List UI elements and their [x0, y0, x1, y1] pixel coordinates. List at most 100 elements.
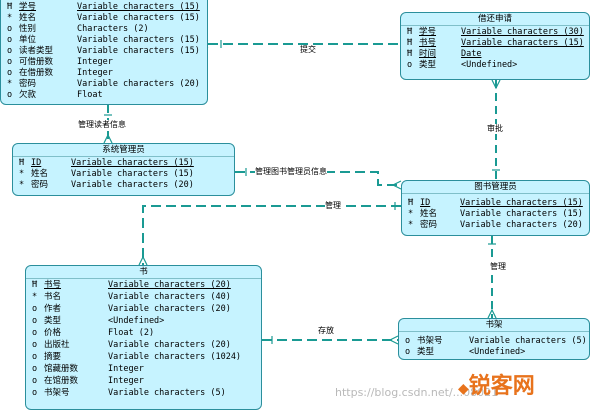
optional-marker: o: [32, 316, 38, 326]
optional-marker: o: [32, 328, 38, 338]
entity-title: 借还申请: [401, 13, 589, 26]
relation-label-manage-librarian: 管理图书管理员信息: [255, 167, 327, 177]
optional-marker: o: [7, 35, 13, 45]
attribute-row: o 在馆册数 Integer: [32, 376, 232, 387]
optional-marker: o: [32, 376, 38, 386]
attribute-name: 密码: [31, 180, 49, 190]
attribute-name: 性别: [19, 24, 37, 34]
attribute-name: 书号: [44, 280, 62, 290]
attribute-name: 可借册数: [19, 57, 54, 67]
primary-key-marker: Ħ: [19, 158, 25, 168]
optional-marker: o: [7, 90, 13, 100]
entity-title: 书架: [399, 319, 589, 332]
attribute-name: 时间: [419, 49, 437, 59]
mandatory-marker: *: [19, 169, 25, 179]
link-manage-librarian: [235, 171, 401, 186]
attribute-type: Date: [461, 49, 482, 59]
mandatory-marker: *: [7, 13, 13, 23]
relation-label-manage-books: 管理: [325, 201, 341, 211]
relation-label-submit: 提交: [300, 45, 316, 55]
entity-title: 书: [26, 266, 261, 279]
attribute-name: 姓名: [420, 209, 438, 219]
attribute-type: Float (2): [108, 328, 155, 338]
attribute-row: Ħ ID Variable characters (15): [19, 158, 219, 169]
primary-key-marker: Ħ: [32, 280, 38, 290]
primary-key-marker: Ħ: [7, 2, 13, 12]
attribute-name: ID: [31, 158, 42, 168]
optional-marker: o: [32, 364, 38, 374]
attribute-type: Integer: [108, 376, 144, 386]
watermark-url: https://blog.csdn.net/...08021: [335, 386, 499, 399]
optional-marker: o: [7, 46, 13, 56]
attribute-row: Ħ 书号 Variable characters (15): [407, 38, 600, 49]
optional-marker: o: [405, 336, 411, 346]
attribute-name: 类型: [417, 347, 435, 357]
attribute-type: Variable characters (15): [71, 158, 194, 168]
relation-label-review: 审批: [487, 124, 503, 134]
optional-marker: o: [7, 24, 13, 34]
brand-name: 锐客网: [468, 374, 535, 399]
attribute-name: 在借册数: [19, 68, 54, 78]
attribute-type: Float: [77, 90, 103, 100]
brand-logo-icon: ◆: [458, 381, 469, 397]
relationship-lines: [103, 39, 501, 345]
attribute-name: 摘要: [44, 352, 62, 362]
link-manage-books: [142, 205, 401, 265]
attribute-type: Variable characters (15): [461, 38, 584, 48]
attribute-type: Variable characters (15): [77, 2, 200, 12]
relation-label-manage-shelf: 管理: [490, 262, 506, 272]
attribute-name: 学号: [19, 2, 37, 12]
attribute-row: Ħ 学号 Variable characters (15): [7, 2, 207, 13]
attribute-type: Integer: [108, 364, 144, 374]
attribute-name: 在馆册数: [44, 376, 79, 386]
attribute-type: <Undefined>: [461, 60, 518, 70]
attribute-name: 书架号: [417, 336, 443, 346]
attribute-type: Characters (2): [77, 24, 149, 34]
attribute-name: 书名: [44, 292, 62, 302]
attribute-row: o 书架号 Variable characters (5): [405, 336, 600, 347]
attribute-row: o 性别 Characters (2): [7, 24, 207, 35]
attribute-name: 作者: [44, 304, 62, 314]
primary-key-marker: Ħ: [407, 27, 413, 37]
attribute-type: Variable characters (20): [108, 340, 231, 350]
entity-title: 图书管理员: [402, 181, 589, 194]
primary-key-marker: Ħ: [407, 38, 413, 48]
optional-marker: o: [7, 57, 13, 67]
attribute-type: Variable characters (20): [71, 180, 194, 190]
attribute-name: 姓名: [19, 13, 37, 23]
relation-label-stored: 存放: [318, 326, 334, 336]
attribute-name: 读者类型: [19, 46, 54, 56]
optional-marker: o: [407, 60, 413, 70]
attribute-type: Variable characters (15): [460, 198, 583, 208]
attribute-type: Integer: [77, 68, 113, 78]
attribute-type: Variable characters (1024): [108, 352, 242, 362]
attribute-name: 单位: [19, 35, 37, 45]
attribute-type: Variable characters (5): [469, 336, 587, 346]
attribute-type: Variable characters (20): [108, 280, 231, 290]
mandatory-marker: *: [7, 79, 13, 89]
attribute-name: 欠款: [19, 90, 37, 100]
attribute-name: 书号: [419, 38, 437, 48]
optional-marker: o: [405, 347, 411, 357]
